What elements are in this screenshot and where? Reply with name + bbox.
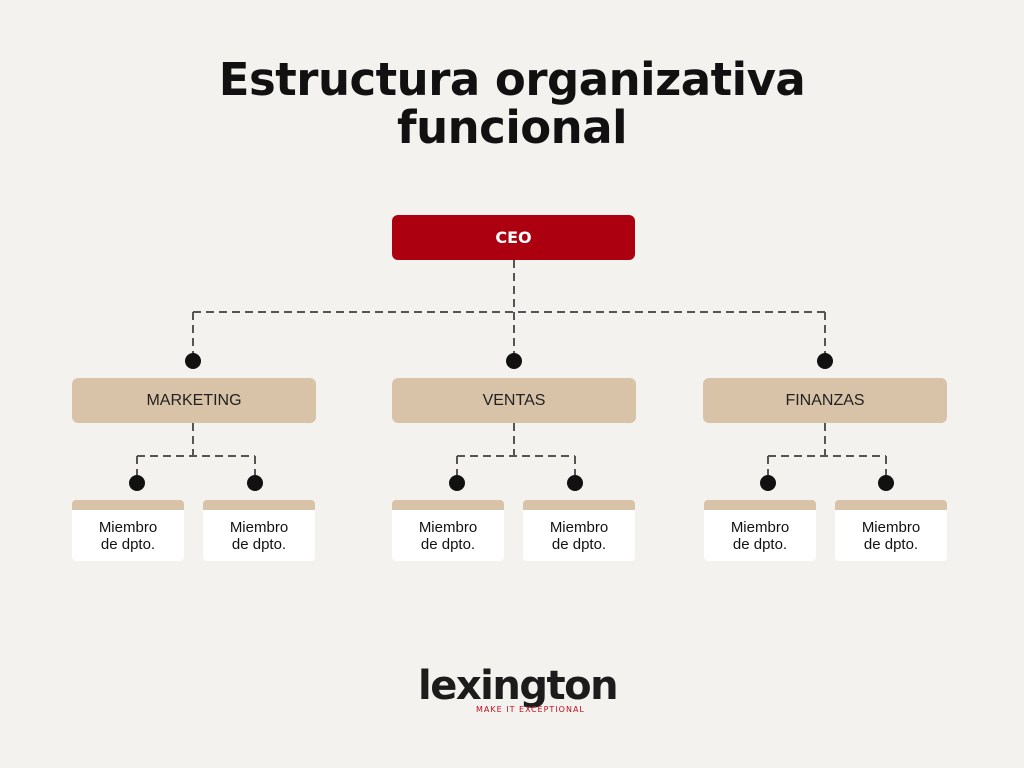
logo-wordmark: lexington [418,663,619,709]
member-label-line-2: de dpto. [420,535,476,553]
ventas-members-connector [456,423,576,483]
ventas-node-dot [506,353,522,369]
finanzas-member-2-dot [878,475,894,491]
title-line-1: Estructura organizativa [218,53,806,106]
member-label-line-2: de dpto. [551,535,607,553]
member-label-line-1: Miembro [730,518,790,536]
member-node-finanzas-1: Miembro de dpto. [704,500,816,561]
finanzas-node-dot [817,353,833,369]
member-label-line-1: Miembro [549,518,609,536]
marketing-member-2-dot [247,475,263,491]
member-label-line-2: de dpto. [863,535,919,553]
lexington-logo: lexington MAKE IT EXCEPTIONAL [418,663,619,716]
member-label-line-1: Miembro [98,518,158,536]
member-label-line-2: de dpto. [732,535,788,553]
ceo-label: CEO [495,228,532,247]
marketing-member-1-dot [129,475,145,491]
department-node-marketing: MARKETING [72,378,316,423]
title-line-2: funcional [397,101,628,154]
finanzas-members-connector [767,423,887,483]
member-node-marketing-1: Miembro de dpto. [72,500,184,561]
finanzas-member-1-dot [760,475,776,491]
diagram-title: Estructura organizativa funcional [0,56,1024,152]
member-label-line-2: de dpto. [100,535,156,553]
ventas-member-2-dot [567,475,583,491]
member-label-line-1: Miembro [418,518,478,536]
member-node-ventas-1: Miembro de dpto. [392,500,504,561]
ventas-member-1-dot [449,475,465,491]
department-label: FINANZAS [785,391,865,409]
ceo-node: CEO [392,215,635,260]
marketing-node-dot [185,353,201,369]
member-label-line-2: de dpto. [231,535,287,553]
member-node-marketing-2: Miembro de dpto. [203,500,315,561]
marketing-members-connector [136,423,256,483]
department-node-finanzas: FINANZAS [703,378,947,423]
member-label-line-1: Miembro [861,518,921,536]
department-label: MARKETING [146,391,242,409]
member-label-line-1: Miembro [229,518,289,536]
department-node-ventas: VENTAS [392,378,636,423]
member-node-finanzas-2: Miembro de dpto. [835,500,947,561]
department-label: VENTAS [482,391,546,409]
logo-tagline: MAKE IT EXCEPTIONAL [476,705,585,714]
member-node-ventas-2: Miembro de dpto. [523,500,635,561]
